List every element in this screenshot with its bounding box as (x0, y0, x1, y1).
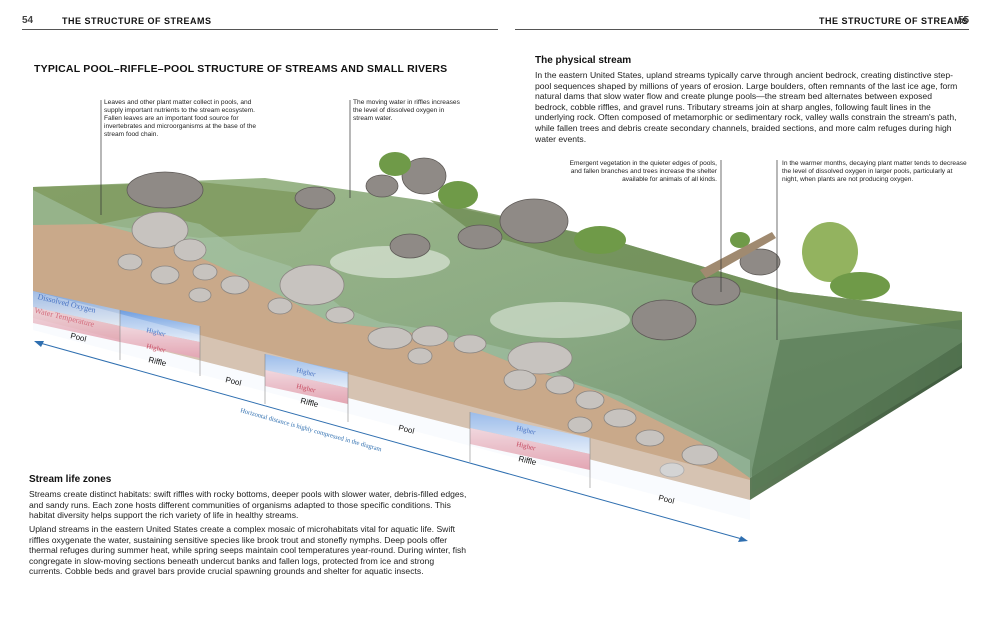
zone-labels: Pool Higher Higher Riffle Pool Higher Hi… (70, 326, 676, 506)
life-zones-heading: Stream life zones (29, 474, 112, 485)
running-head-left: THE STRUCTURE OF STREAMS (62, 16, 212, 26)
callout-decaying: In the warmer months, decaying plant mat… (782, 160, 967, 183)
riffle-foam (490, 302, 630, 338)
arrow-head-left (34, 341, 44, 347)
cobbles (117, 211, 719, 478)
fallen-log (700, 232, 776, 278)
oxygen-band-riffle (120, 310, 200, 342)
sediment-face (33, 224, 750, 500)
life-zones-para2: Upland streams in the eastern United Sta… (29, 524, 467, 577)
riffle-foam (330, 246, 450, 278)
callout-vegetation: Emergent vegetation in the quieter edges… (569, 160, 717, 183)
boulders (126, 157, 781, 341)
temperature-band-riffle (120, 326, 200, 358)
label-pool: Pool (70, 331, 88, 344)
header-rule-left (22, 29, 498, 30)
temperature-band-riffle (265, 370, 348, 404)
arrow-head-right (738, 536, 748, 542)
oxygen-band (33, 291, 120, 326)
life-zones-para1: Streams create distinct habitats: swift … (29, 489, 467, 521)
water-section (33, 190, 750, 478)
label-pool: Pool (398, 423, 416, 436)
physical-stream-heading: The physical stream (535, 55, 632, 66)
callout-riffles: The moving water in riffles increases th… (353, 99, 460, 122)
page-number-left: 54 (22, 15, 34, 26)
oxygen-band-riffle (470, 412, 590, 454)
oxygen-band-riffle (265, 354, 348, 388)
header-rule-right (515, 29, 969, 30)
temperature-band-riffle (470, 428, 590, 470)
block-right-face-water (752, 320, 962, 492)
temperature-band (33, 307, 120, 342)
running-head-right: THE STRUCTURE OF STREAMS (819, 16, 969, 26)
label-riffle: Riffle (300, 396, 320, 409)
vegetation (379, 152, 890, 300)
label-pool: Pool (225, 375, 243, 388)
figure-title: TYPICAL POOL–RIFFLE–POOL STRUCTURE OF ST… (34, 63, 448, 75)
physical-stream-text: In the eastern United States, upland str… (535, 70, 958, 144)
label-riffle: Riffle (518, 454, 538, 467)
label-riffle: Riffle (148, 355, 168, 368)
label-pool: Pool (658, 493, 676, 506)
zone-bands (33, 291, 750, 520)
callout-leaves: Leaves and other plant matter collect in… (104, 99, 257, 138)
page-number-right: 55 (958, 15, 970, 26)
zone-band-backdrop (33, 291, 750, 520)
